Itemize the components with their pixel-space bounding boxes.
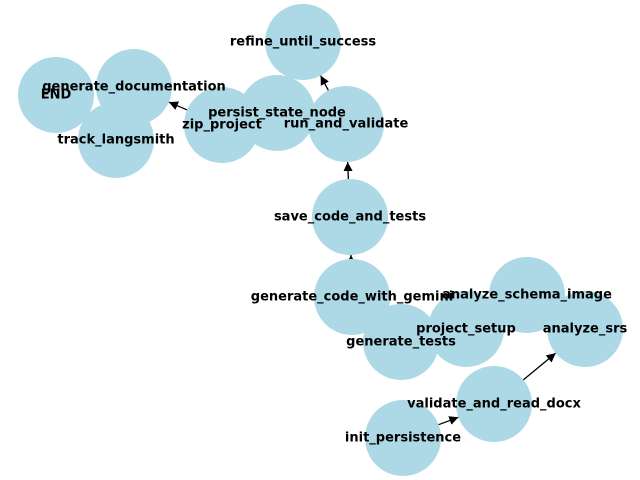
node-label-validate-and-read-docx: validate_and_read_docx (407, 397, 581, 412)
node-project-setup (428, 291, 504, 367)
node-track-langsmith (78, 102, 154, 178)
node-label-run-and-validate: run_and_validate (284, 117, 409, 132)
node-refine-until-success (265, 4, 341, 80)
edge-run_and_validate-to-refine_until_success (320, 75, 329, 91)
node-generate-tests (363, 304, 439, 380)
node-label-analyze-srs: analyze_srs (543, 322, 628, 337)
node-label-project-setup: project_setup (416, 322, 516, 337)
node-init-persistence (365, 400, 441, 476)
node-label-track-langsmith: track_langsmith (57, 133, 174, 148)
node-validate-and-read-docx (456, 366, 532, 442)
node-END (18, 57, 94, 133)
edge-validate_and_read_docx-to-analyze_srs (522, 352, 557, 381)
node-generate-code-with-gemini (314, 259, 390, 335)
node-analyze-srs (547, 291, 623, 367)
nodes-layer (18, 4, 623, 476)
node-label-END: END (41, 88, 72, 103)
node-label-generate-documentation: generate_documentation (42, 80, 226, 95)
node-label-refine-until-success: refine_until_success (230, 35, 377, 50)
node-zip-project (184, 87, 260, 163)
node-label-persist-state-node: persist_state_node (208, 106, 346, 121)
edge-save_code_and_tests-to-run_and_validate (343, 161, 353, 180)
node-run-and-validate (308, 86, 384, 162)
labels-layer: init_persistence validate_and_read_docx an… (41, 35, 628, 446)
node-label-generate-code-with-gemini: generate_code_with_gemini (251, 290, 453, 305)
node-analyze-schema-image (489, 257, 565, 333)
node-label-init-persistence: init_persistence (345, 431, 461, 446)
node-label-analyze-schema-image: analyze_schema_image (442, 288, 612, 303)
edge-init_persistence-to-validate_and_read_docx (438, 416, 459, 426)
node-label-save-code-and-tests: save_code_and_tests (274, 210, 426, 225)
edge-zip_project-to-generate_documentation (168, 101, 188, 111)
node-label-generate-tests: generate_tests (346, 335, 456, 350)
node-label-zip-project: zip_project (182, 118, 262, 133)
node-save-code-and-tests (312, 179, 388, 255)
